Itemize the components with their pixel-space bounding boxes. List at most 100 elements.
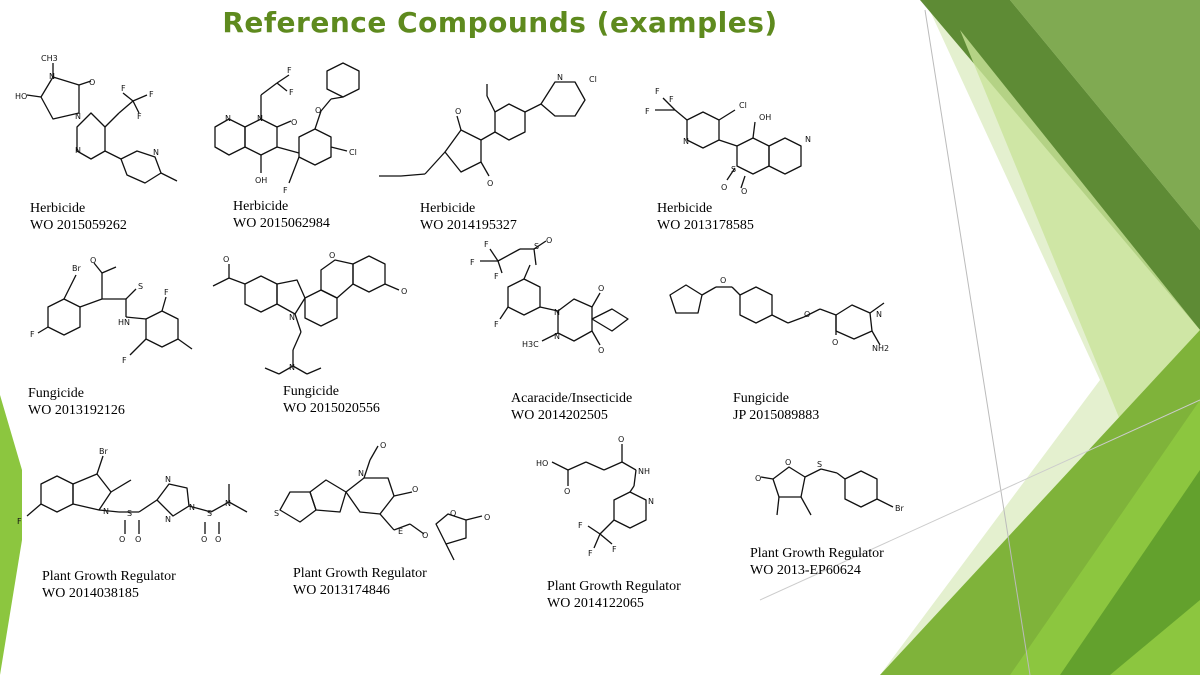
structure-drawing: F F N N O O Cl OH F [214,62,360,195]
structure-10: O N O S O O O E [270,440,530,565]
atom-label: Br [72,264,81,273]
atom-label: N [554,332,560,341]
atom-label: N [103,507,109,516]
atom-label: F [137,112,142,121]
atom-label: N [876,310,882,319]
atom-label: N [289,313,295,322]
atom-label: F [283,186,288,195]
atom-label: O [223,255,229,264]
atom-label: F [655,87,660,96]
atom-label: Br [99,447,108,456]
right-mid-top-band [1010,0,1200,230]
compound-caption: Acaracide/Insecticide WO 2014202505 [511,390,632,424]
atom-label: F [494,320,499,329]
atom-label: F [588,549,593,558]
atom-label: O [564,487,570,496]
structure-7: F F F S O F N N O O H3C [470,235,650,370]
compound-use: Plant Growth Regulator [750,546,884,561]
atom-label: O [741,187,747,196]
structure-drawing: O O O N NH2 [669,276,889,353]
atom-label: N [225,114,231,123]
patent-number: WO 2015062984 [233,216,330,231]
atom-label: HO [536,459,548,468]
atom-label: N [153,148,159,157]
compound-use: Fungicide [283,384,339,399]
atom-label: H3C [522,340,539,349]
structure-drawing: N Cl O O [379,73,597,188]
atom-label: F [645,107,650,116]
atom-label: O [380,441,386,450]
compound-caption: Plant Growth Regulator WO 2013174846 [293,565,427,599]
compound-use: Plant Growth Regulator [293,566,427,581]
compound-use: Plant Growth Regulator [547,579,681,594]
atom-label: N [225,499,231,508]
structure-drawing: F F F Cl OH N N S O O [645,87,811,196]
structure-drawing: Br F N S O O N N N S O O N [17,447,248,544]
patent-number: WO 2014202505 [511,408,608,423]
left-green-wedge [0,395,22,675]
structure-8: O O O N NH2 [660,265,910,360]
atom-label: O [546,236,552,245]
atom-label: F [484,240,489,249]
atom-label: N [648,497,654,506]
atom-label: CH3 [41,54,58,63]
atom-label: N [189,503,195,512]
compound-caption: Herbicide WO 2015059262 [30,200,127,234]
patent-number: WO 2013178585 [657,218,754,233]
atom-label: OH [255,176,267,185]
structure-drawing: CH3 O N HO N F F F N N [15,54,178,184]
atom-label: O [135,535,141,544]
compound-use: Fungicide [733,391,789,406]
atom-label: N [257,114,263,123]
patent-number: WO 2015059262 [30,218,127,233]
compound-caption: Fungicide WO 2013192126 [28,385,125,419]
structure-1: CH3 O N HO N F F F N N [15,54,200,195]
atom-label: S [207,509,212,518]
compound-caption: Herbicide WO 2013178585 [657,200,754,234]
atom-label: N [805,135,811,144]
atom-label: F [578,521,583,530]
compound-use: Herbicide [420,201,476,216]
atom-label: OH [759,113,771,122]
structure-drawing: O HO O NH N F F F [536,435,654,558]
atom-label: F [30,330,35,339]
atom-label: S [274,509,279,518]
compound-use: Plant Growth Regulator [42,569,176,584]
compound-use: Herbicide [657,201,713,216]
compound-use: Herbicide [30,201,86,216]
atom-label: N [75,146,81,155]
atom-label: N [683,137,689,146]
atom-label: F [17,517,22,526]
patent-number: WO 2015020556 [283,401,380,416]
compound-caption: Fungicide JP 2015089883 [733,390,819,424]
structure-5: Br O S F HN F F [30,255,220,375]
compound-caption: Herbicide WO 2015062984 [233,198,330,232]
atom-label: S [817,460,822,469]
atom-label: O [119,535,125,544]
patent-number: WO 2013192126 [28,403,125,418]
compound-use: Fungicide [28,386,84,401]
atom-label: HO [15,92,27,101]
compound-caption: Plant Growth Regulator WO 2014038185 [42,568,176,602]
atom-label: O [401,287,407,296]
structure-11: O HO O NH N F F F [530,430,700,580]
structure-drawing: F F F S O F N N O O H3C [470,236,629,355]
atom-label: N [358,469,364,478]
atom-label: O [598,346,604,355]
atom-label: S [138,282,143,291]
atom-label: O [201,535,207,544]
atom-label: O [720,276,726,285]
structure-4: F F F Cl OH N N S O O [645,80,845,196]
atom-label: N [554,308,560,317]
atom-label: S [731,165,736,174]
atom-label: F [164,288,169,297]
compound-caption: Fungicide WO 2015020556 [283,383,380,417]
compound-caption: Herbicide WO 2014195327 [420,200,517,234]
structure-drawing: Br O S F HN F F [30,256,193,365]
atom-label: F [289,88,294,97]
atom-label: HN [118,318,130,327]
decor-line [924,9,1031,675]
decor-line [759,399,1200,601]
atom-label: O [422,531,428,540]
atom-label: O [487,179,493,188]
